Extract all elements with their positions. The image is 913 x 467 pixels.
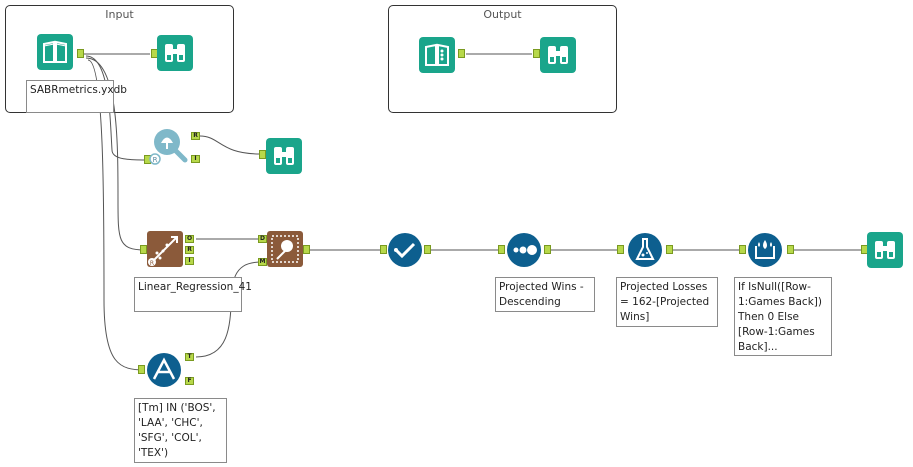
input-output-anchor[interactable] bbox=[77, 49, 84, 58]
formula-annotation: Projected Losses = 162-[Projected Wins] bbox=[616, 277, 718, 327]
filter-input-anchor[interactable] bbox=[138, 365, 145, 374]
svg-text:R: R bbox=[150, 260, 154, 267]
r-analysis-tool[interactable]: R bbox=[149, 128, 188, 165]
browse-icon bbox=[157, 35, 193, 71]
browse-tool-2[interactable] bbox=[540, 37, 576, 73]
filter-F-anchor[interactable]: F bbox=[185, 377, 194, 385]
sort-annotation: Projected Wins - Descending bbox=[495, 277, 595, 312]
formula-output-anchor[interactable] bbox=[666, 245, 673, 254]
regression-O-anchor[interactable]: O bbox=[185, 235, 194, 243]
regression-annotation: Linear_Regression_41 bbox=[134, 277, 252, 312]
select-icon bbox=[388, 233, 422, 267]
sort-tool[interactable] bbox=[506, 232, 542, 268]
input-data-icon bbox=[37, 34, 73, 70]
formula-input-anchor[interactable] bbox=[617, 245, 624, 254]
input-file-annotation: SABRmetrics.yxdb bbox=[26, 80, 127, 113]
score-output-anchor[interactable] bbox=[303, 245, 310, 254]
browse-tool-4[interactable] bbox=[867, 232, 903, 268]
browse-icon bbox=[867, 232, 903, 268]
r-analysis-icon: R bbox=[149, 129, 188, 165]
filter-icon bbox=[147, 353, 181, 387]
filter-annotation: [Tm] IN ('BOS', 'LAA', 'CHC', 'SFG', 'CO… bbox=[134, 398, 227, 463]
browse-tool-3[interactable] bbox=[266, 138, 302, 174]
select-tool[interactable] bbox=[387, 232, 423, 268]
browse-tool-1[interactable] bbox=[157, 35, 193, 71]
formula-tool[interactable] bbox=[627, 232, 663, 268]
regression-R-anchor[interactable]: R bbox=[185, 246, 194, 254]
input-container-title: Input bbox=[105, 8, 134, 21]
sort-input-anchor[interactable] bbox=[498, 245, 505, 254]
filter-tool[interactable] bbox=[146, 352, 182, 388]
select-input-anchor[interactable] bbox=[380, 245, 387, 254]
formula-icon bbox=[628, 233, 662, 267]
svg-text:R: R bbox=[153, 156, 158, 164]
browse-icon bbox=[540, 37, 576, 73]
multi-row-formula-icon bbox=[748, 233, 782, 267]
output-container-title: Output bbox=[483, 8, 522, 21]
linear-regression-tool[interactable]: R bbox=[147, 231, 183, 267]
browse2-input-anchor[interactable] bbox=[533, 49, 540, 58]
output-data-anchor[interactable] bbox=[458, 49, 465, 58]
multirow-input-anchor[interactable] bbox=[739, 245, 746, 254]
multirow-output-anchor[interactable] bbox=[787, 245, 794, 254]
output-data-tool[interactable] bbox=[419, 37, 455, 73]
score-D-anchor[interactable]: D bbox=[258, 235, 267, 243]
select-output-anchor[interactable] bbox=[424, 245, 431, 254]
linear-regression-icon: R bbox=[147, 231, 183, 267]
filter-T-anchor[interactable]: T bbox=[185, 353, 194, 361]
browse3-input-anchor[interactable] bbox=[259, 150, 266, 159]
sort-icon bbox=[507, 233, 541, 267]
sort-output-anchor[interactable] bbox=[544, 245, 551, 254]
multi-row-formula-tool[interactable] bbox=[747, 232, 783, 268]
regression-I-anchor[interactable]: I bbox=[185, 257, 194, 265]
output-data-icon bbox=[419, 37, 455, 73]
score-M-anchor[interactable]: M bbox=[258, 258, 267, 266]
browse-icon bbox=[266, 138, 302, 174]
input-data-tool[interactable] bbox=[37, 34, 73, 70]
score-icon bbox=[267, 231, 303, 267]
multirow-annotation: If IsNull([Row-1:Games Back]) Then 0 Els… bbox=[734, 277, 832, 356]
r-tool-I-anchor[interactable]: I bbox=[191, 155, 200, 163]
r-tool-R-anchor[interactable]: R bbox=[191, 132, 200, 140]
regression-input-anchor[interactable] bbox=[140, 245, 147, 254]
score-tool[interactable] bbox=[267, 231, 303, 267]
